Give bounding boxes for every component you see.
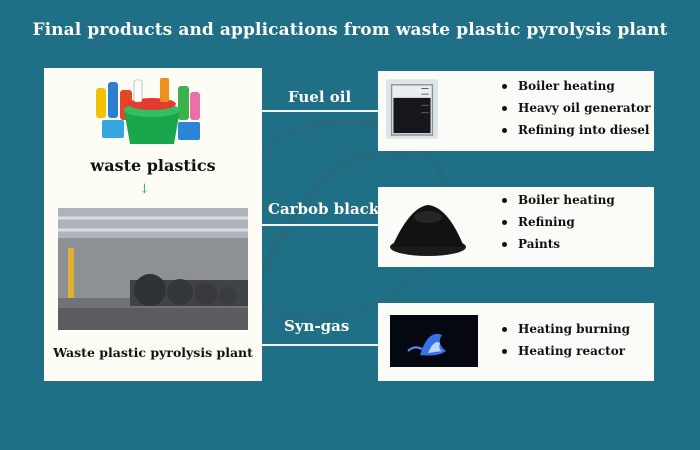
waste-plastics-image bbox=[96, 78, 200, 144]
connector-carbon-black bbox=[262, 224, 378, 226]
syn-gas-flame-image bbox=[390, 315, 478, 367]
diagram-title: Final products and applications from was… bbox=[32, 20, 668, 40]
carbon-black-use: Boiler heating bbox=[502, 189, 615, 211]
fuel-oil-beaker-image bbox=[386, 79, 438, 139]
carbon-black-pile-image bbox=[390, 205, 466, 256]
fuel-oil-use: Boiler heating bbox=[502, 75, 651, 97]
fuel-oil-use: Refining into diesel bbox=[502, 119, 651, 141]
product-label-syn-gas: Syn-gas bbox=[284, 317, 350, 335]
product-label-carbon-black: Carbob black bbox=[268, 200, 380, 218]
carbon-black-use: Refining bbox=[502, 211, 615, 233]
pyrolysis-plant-image bbox=[58, 208, 248, 330]
down-arrow-icon: ↓ bbox=[139, 182, 150, 197]
syn-gas-use: Heating burning bbox=[502, 318, 630, 340]
product-box-carbon-black: Boiler heating Refining Paints bbox=[378, 187, 654, 267]
fuel-oil-use: Heavy oil generator bbox=[502, 97, 651, 119]
product-box-fuel-oil: Boiler heating Heavy oil generator Refin… bbox=[378, 71, 654, 151]
source-panel: waste plastics ↓ Waste plastic pyrolysis… bbox=[44, 68, 262, 381]
connector-syn-gas bbox=[262, 344, 378, 346]
product-box-syn-gas: Heating burning Heating reactor bbox=[378, 303, 654, 381]
connector-fuel-oil bbox=[262, 110, 378, 112]
product-label-fuel-oil: Fuel oil bbox=[288, 88, 352, 106]
carbon-black-use: Paints bbox=[502, 233, 615, 255]
pyrolysis-plant-label: Waste plastic pyrolysis plant bbox=[53, 345, 253, 360]
syn-gas-use: Heating reactor bbox=[502, 340, 630, 362]
waste-plastics-label: waste plastics bbox=[90, 156, 216, 175]
